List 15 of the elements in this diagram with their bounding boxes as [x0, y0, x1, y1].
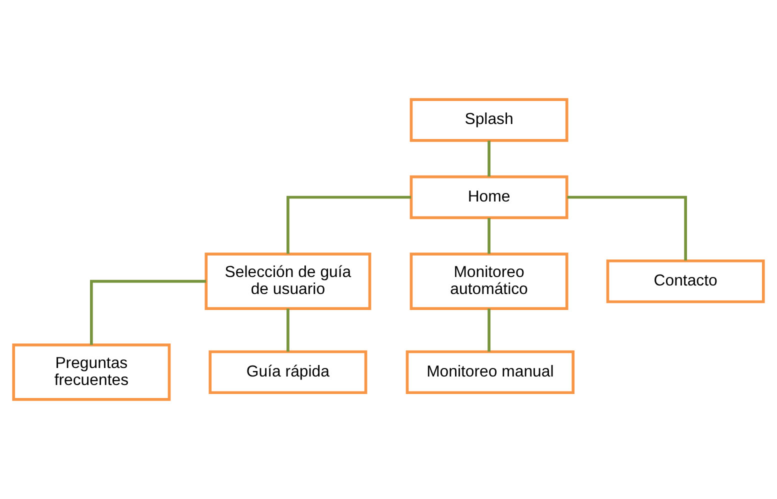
- node-box: Home: [410, 175, 568, 220]
- node-box: Guía rápida: [208, 350, 368, 394]
- node-box: Monitoreo manual: [406, 350, 575, 394]
- connector: [286, 308, 290, 352]
- node-box: Contacto: [606, 259, 765, 304]
- connector: [90, 280, 206, 345]
- connector: [286, 196, 411, 254]
- node-box: Preguntas frecuentes: [12, 344, 171, 401]
- connector: [488, 140, 490, 176]
- connector: [488, 218, 490, 254]
- node-box: Monitoreo automático: [410, 252, 568, 310]
- node-box: Splash: [410, 98, 568, 142]
- connector: [488, 308, 490, 352]
- connector: [567, 196, 687, 261]
- node-box: Selección de guía de usuario: [204, 252, 372, 310]
